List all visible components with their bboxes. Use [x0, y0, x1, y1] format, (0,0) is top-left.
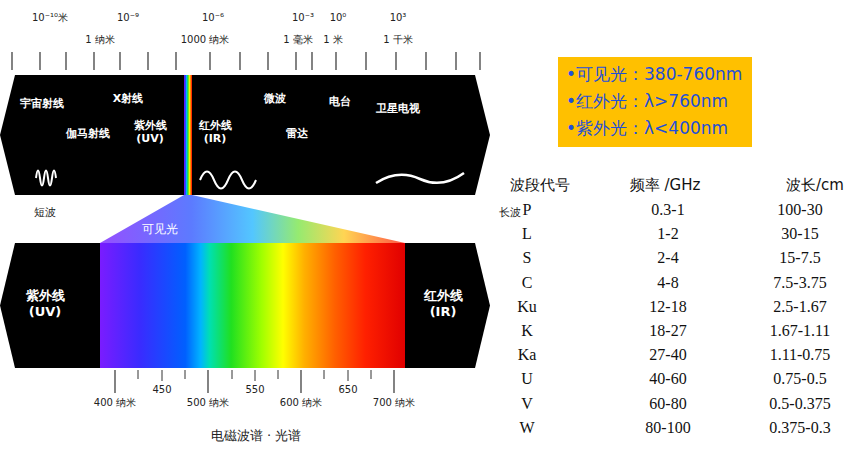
table-cell: U: [521, 369, 533, 388]
scale-label: 1 米: [323, 34, 343, 46]
band-shape: [0, 243, 490, 368]
band-label: 宇宙射线: [20, 97, 64, 110]
visible-fan: [100, 195, 405, 243]
info-line: •可见光：380-760nm: [566, 61, 742, 88]
band-label: 微波: [264, 92, 286, 105]
table-cell: Ku: [517, 297, 537, 316]
table-cell: 1.67-1.11: [770, 321, 831, 340]
table-cell: Ka: [518, 345, 537, 364]
wavelength-ticks: [12, 52, 480, 70]
band-label: 伽马射线: [66, 127, 110, 140]
table-cell: 0.3-1: [651, 200, 684, 219]
info-line: •紫外光：λ<400nm: [566, 115, 742, 142]
table-cell: C: [522, 273, 533, 292]
band-label: 红外线 (IR): [193, 119, 237, 145]
band-label: 紫外线 (UV): [128, 119, 172, 145]
table-cell: 1.11-0.75: [770, 345, 831, 364]
band-label: 紫外线 (UV): [19, 288, 71, 319]
table-cell: L: [522, 224, 532, 243]
table-cell: 100-30: [777, 200, 822, 219]
scale-label: 1000 纳米: [181, 34, 230, 46]
table-cell: V: [521, 394, 533, 413]
scale-label: 450: [152, 384, 171, 396]
table-cell: 40-60: [649, 369, 686, 388]
scale-label: 10⁻³: [292, 12, 314, 24]
scale-label: 500 纳米: [187, 397, 229, 409]
table-cell: 18-27: [649, 321, 686, 340]
scale-label: 1 纳米: [85, 34, 115, 46]
scale-label: 1 千米: [383, 34, 413, 46]
scale-label: 长波: [499, 206, 521, 219]
visible-band: 紫外线 (UV) 红外线 (IR): [0, 243, 490, 368]
nm-ticks-minor: [138, 370, 371, 381]
scale-label: 短波: [34, 206, 56, 219]
table-header: 频率 /GHz: [630, 176, 701, 194]
scale-label: 10⁻⁶: [202, 12, 224, 24]
fan-label: 可见光: [142, 222, 178, 236]
table-cell: 0.375-0.3: [769, 418, 830, 437]
scale-label: 650: [338, 384, 357, 396]
scale-label: 10⁻⁹: [117, 12, 139, 24]
table-cell: 80-100: [645, 418, 690, 437]
table-cell: 0.5-0.375: [769, 394, 830, 413]
table-cell: 2.5-1.67: [773, 297, 826, 316]
scale-label: 700 纳米: [373, 397, 415, 409]
table-cell: 15-7.5: [779, 248, 820, 267]
table-cell: 1-2: [657, 224, 678, 243]
visible-strip: [184, 75, 192, 195]
band-label: 卫星电视: [376, 102, 420, 115]
table-cell: 7.5-3.75: [773, 273, 826, 292]
band-label: 电台: [329, 95, 351, 108]
table-header: 波段代号: [510, 176, 570, 194]
band-outline: [0, 75, 490, 195]
scale-label: 10⁰: [330, 12, 347, 24]
scale-label: 10³: [390, 12, 407, 24]
table-header: 波长/cm: [786, 176, 844, 194]
table-cell: K: [521, 321, 533, 340]
table-cell: 27-40: [649, 345, 686, 364]
scale-label: 600 纳米: [280, 397, 322, 409]
table-cell: P: [523, 200, 532, 219]
scale-label: 400 纳米: [94, 397, 136, 409]
band-label: X射线: [113, 92, 143, 105]
table-cell: 2-4: [657, 248, 678, 267]
table-cell: 4-8: [657, 273, 678, 292]
info-line: •红外光：λ>760nm: [566, 88, 742, 115]
spectrum-band: 宇宙射线 X射线伽马射线 紫外线 (UV) 红外线 (IR) 微波 电台雷达 卫星电视: [0, 75, 490, 195]
info-box: •可见光：380-760nm•红外光：λ>760nm•紫外光：λ<400nm: [558, 57, 752, 147]
scale-label: 10⁻¹⁰米: [32, 12, 68, 24]
table-cell: 60-80: [649, 394, 686, 413]
table-cell: 30-15: [781, 224, 818, 243]
visible-spectrum: [100, 243, 405, 368]
band-label: 雷达: [286, 127, 308, 140]
band-label: 红外线 (IR): [417, 288, 469, 319]
caption: 电磁波谱 · 光谱: [211, 428, 301, 444]
scale-label: 550: [245, 384, 264, 396]
table-cell: 0.75-0.5: [773, 369, 826, 388]
scale-label: 1 毫米: [283, 34, 313, 46]
short-wave-icon: [36, 171, 56, 186]
medium-wave-icon: [200, 172, 256, 189]
band-outline: [0, 243, 490, 368]
table-cell: W: [519, 418, 534, 437]
long-wave-icon: [376, 173, 464, 183]
table-cell: 12-18: [649, 297, 686, 316]
table-cell: S: [523, 248, 532, 267]
